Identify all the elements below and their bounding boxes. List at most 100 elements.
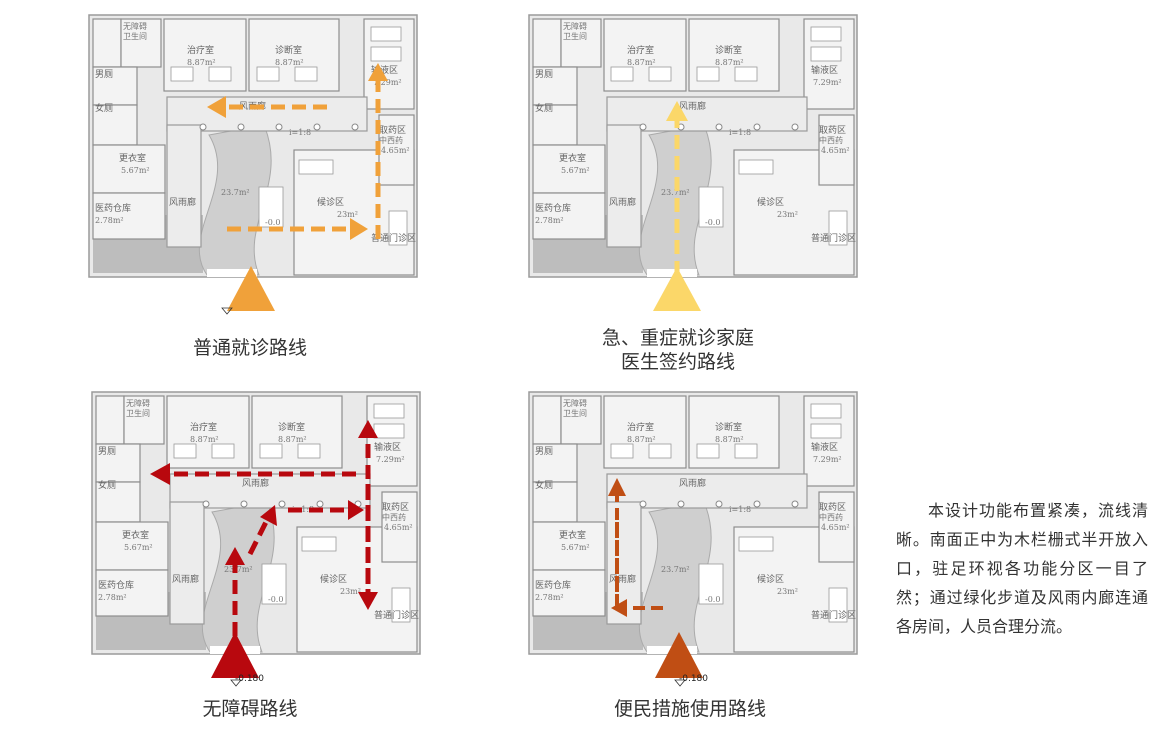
room-label: 取药区 [819, 502, 846, 513]
furniture [828, 210, 848, 246]
room-outline [95, 443, 141, 483]
room-label: 更衣室 [119, 152, 146, 164]
level-entrance-label: -0.180 [679, 674, 708, 684]
room-outline [92, 18, 122, 68]
furniture [301, 536, 337, 552]
room-label: 7.29m² [813, 455, 842, 464]
furniture [298, 159, 334, 175]
column-dot [202, 500, 210, 508]
room-label: i=1:8 [289, 128, 311, 137]
arrowhead-west [150, 463, 170, 485]
room-label: 中西药 [382, 512, 406, 522]
room-label: 男厕 [535, 69, 553, 80]
room-outline [166, 395, 250, 469]
room-label: 5.67m² [124, 543, 153, 552]
furniture [211, 443, 235, 459]
arrowhead-north [368, 63, 388, 81]
room-label: 8.87m² [715, 435, 744, 444]
plan-base: 无障碍卫生间治疗室8.87m²诊断室8.87m²输液区7.29m²男厕女厕风雨廊… [88, 14, 418, 278]
room-label: -0.0 [705, 595, 720, 604]
entrance-marker [653, 267, 701, 311]
arrowhead-west [611, 599, 627, 617]
room-label: 4.65m² [821, 146, 850, 155]
route-regular [207, 63, 388, 315]
column-dot [351, 123, 359, 131]
room-outline [95, 481, 141, 523]
furniture [373, 423, 405, 439]
room-label: 取药区 [382, 502, 409, 513]
furniture [208, 66, 232, 82]
room-outline [95, 395, 125, 445]
room-label: 无障碍 [126, 398, 150, 408]
room-label: 输液区 [374, 441, 401, 453]
level-marker [221, 307, 233, 315]
room-label: 4.65m² [821, 523, 850, 532]
corridor-outline [606, 124, 642, 248]
room-outline [532, 521, 606, 571]
route-emergency [653, 101, 701, 311]
arrowhead-west [207, 96, 226, 118]
room-label: 候诊区 [317, 196, 344, 208]
room-label: 候诊区 [320, 573, 347, 585]
furniture [810, 26, 842, 42]
floor-plan-emergency: 无障碍卫生间治疗室8.87m²诊断室8.87m²输液区7.29m²男厕女厕风雨廊… [528, 14, 858, 311]
column-dot [240, 500, 248, 508]
room-label: i=1:8 [729, 128, 751, 137]
column-dot [275, 123, 283, 131]
room-outline [560, 395, 602, 445]
room-label: 7.29m² [373, 78, 402, 87]
room-label: 诊断室 [715, 421, 742, 433]
room-label: 男厕 [95, 69, 113, 80]
arrowhead-north-east [358, 420, 378, 438]
room-label: 中西药 [379, 135, 403, 145]
furniture [388, 210, 408, 246]
room-label: 2.78m² [95, 216, 124, 225]
room-outline [532, 481, 578, 523]
room-label: 治疗室 [187, 44, 214, 56]
room-label: 卫生间 [123, 31, 147, 41]
furniture [610, 443, 634, 459]
room-outline [603, 18, 687, 92]
furniture [810, 423, 842, 439]
caption-emergency-line2: 医生签约路线 [620, 351, 735, 373]
room-label: 女厕 [535, 479, 553, 491]
room-label: 风雨廊 [242, 477, 269, 489]
caption-regular: 普通就诊路线 [192, 337, 307, 359]
room-label: 取药区 [819, 125, 846, 136]
room-outline [95, 521, 169, 571]
column-dot [237, 123, 245, 131]
furniture [734, 443, 758, 459]
room-outline [532, 395, 562, 445]
furniture [261, 563, 287, 605]
room-label: 7.29m² [376, 455, 405, 464]
room-label: 医药仓库 [98, 579, 134, 591]
furniture [170, 66, 194, 82]
room-outline [532, 569, 606, 617]
room-label: 8.87m² [278, 435, 307, 444]
caption-convenience: 便民措施使用路线 [613, 698, 766, 720]
column-dot [639, 500, 647, 508]
room-label: 输液区 [811, 64, 838, 76]
furniture [256, 66, 280, 82]
room-outline [532, 18, 562, 68]
room-outline [95, 569, 169, 617]
floor-plan-accessible: 无障碍卫生间治疗室8.87m²诊断室8.87m²输液区7.29m²男厕女厕风雨廊… [91, 391, 421, 687]
room-label: 风雨廊 [609, 573, 636, 585]
room-label: 4.65m² [384, 523, 413, 532]
column-dot [199, 123, 207, 131]
furniture [173, 443, 197, 459]
room-label: 更衣室 [559, 152, 586, 164]
furniture [696, 66, 720, 82]
room-label: 无障碍 [563, 398, 587, 408]
room-label: 更衣室 [559, 529, 586, 541]
column-dot [677, 500, 685, 508]
column-dot [791, 500, 799, 508]
furniture [610, 66, 634, 82]
room-label: 23.7m² [661, 565, 690, 574]
floor-plan-regular: 无障碍卫生间治疗室8.87m²诊断室8.87m²输液区7.29m²男厕女厕风雨廊… [88, 14, 418, 315]
room-outline [532, 104, 578, 146]
room-label: 23.7m² [224, 565, 253, 574]
